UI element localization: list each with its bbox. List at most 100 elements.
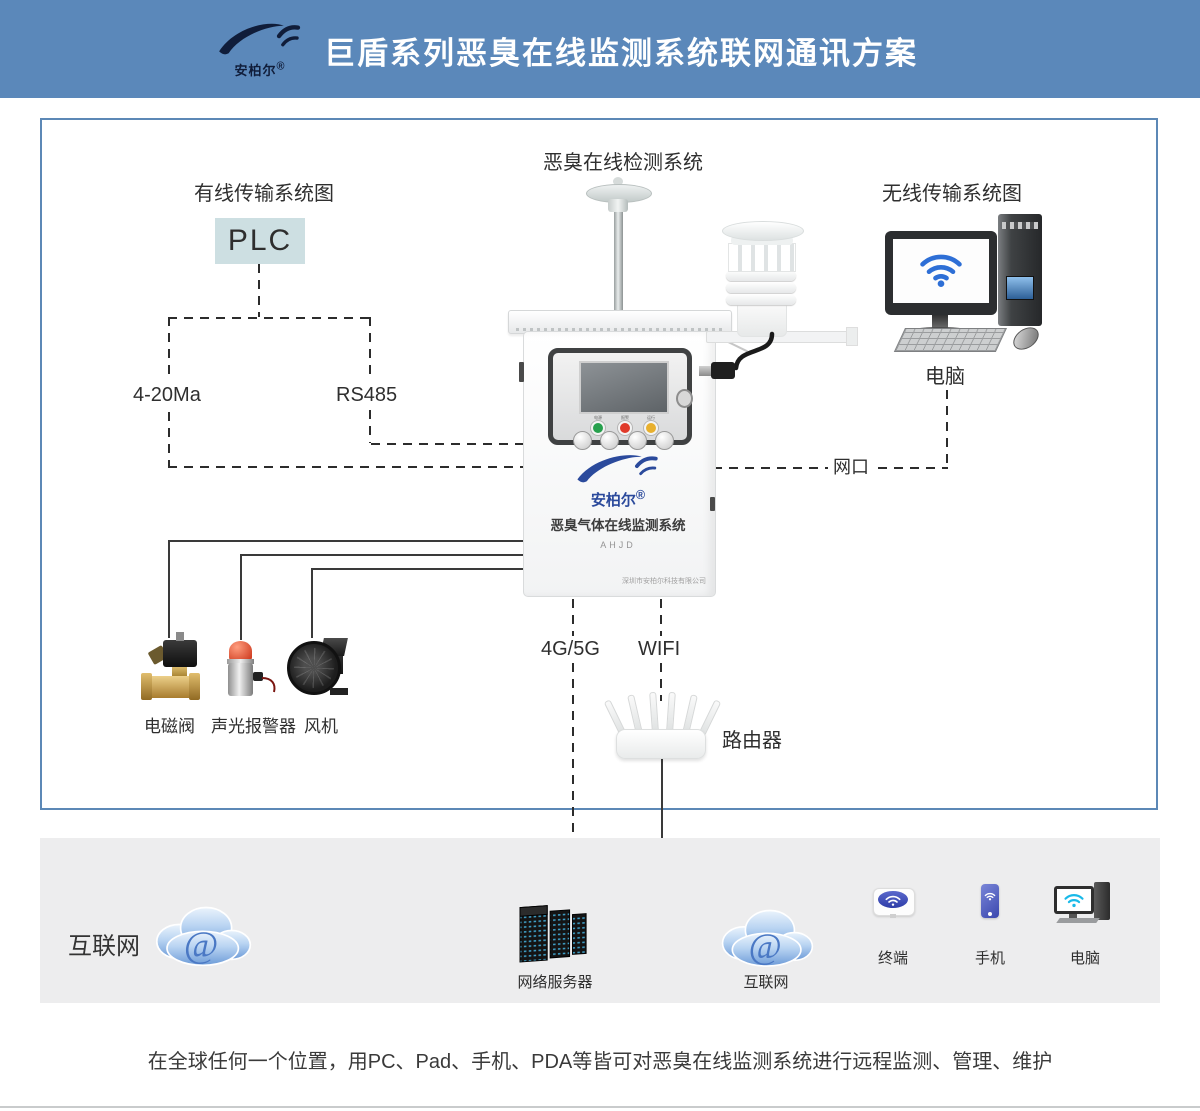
sensor-slats xyxy=(728,243,796,272)
wifi-line-upper xyxy=(660,599,662,636)
cellular-line-lower xyxy=(572,663,574,862)
internet-cloud2-icon: @ xyxy=(721,909,814,967)
analog-line-horizontal xyxy=(168,466,525,468)
wireless-section-label: 无线传输系统图 xyxy=(882,183,1022,205)
valve-coil-nut xyxy=(176,632,184,641)
brand-swoosh-icon xyxy=(219,23,301,55)
valve-body xyxy=(143,676,199,698)
internet-label: 互联网 xyxy=(68,933,140,960)
alarm-body xyxy=(228,663,253,696)
server-label: 网络服务器 xyxy=(517,974,593,991)
router-label: 路由器 xyxy=(722,730,782,752)
indicator-alarm-light xyxy=(618,421,632,435)
band-pc-icon xyxy=(1052,880,1114,926)
fan-line-vertical xyxy=(311,568,313,638)
rs485-label: RS485 xyxy=(336,384,398,406)
plc-branch-line xyxy=(168,317,371,319)
internet-cloud-icon: @ xyxy=(155,906,252,967)
cloud2-label: 互联网 xyxy=(743,974,789,991)
terminal-label: 终端 xyxy=(877,950,908,967)
system-title-label: 恶臭在线检测系统 xyxy=(543,152,703,174)
valve-port-right xyxy=(189,673,200,700)
terminal-wifi-icon xyxy=(885,895,901,906)
wifi-label: WIFI xyxy=(638,638,681,660)
indicator-run-light xyxy=(644,421,658,435)
router-downlink-vertical xyxy=(661,758,663,885)
fan-base xyxy=(330,688,348,695)
alarm-line-vertical xyxy=(240,554,242,640)
cabinet-lock-icon xyxy=(676,389,693,408)
cabinet-hinge-right xyxy=(710,497,715,511)
terminal-icon xyxy=(871,888,915,920)
valve-port-left xyxy=(141,673,152,700)
band-pc-keyboard xyxy=(1056,918,1100,923)
cloud2-at-symbol: @ xyxy=(748,926,781,966)
sensor-connector-nut xyxy=(699,366,713,376)
indicator-run-label: 运行 xyxy=(647,415,655,420)
pc-tower-display xyxy=(1006,276,1034,300)
cabinet-model: AHJD xyxy=(600,540,636,550)
sensor-plate-3 xyxy=(726,294,796,305)
fan-spokes xyxy=(294,648,334,688)
sensor-plate-2 xyxy=(726,282,796,293)
alarm-line-horizontal xyxy=(240,554,525,556)
terminal-stand xyxy=(890,914,896,918)
indicator-alarm-label: 报警 xyxy=(621,415,629,420)
wireless-pc-label: 电脑 xyxy=(925,366,965,388)
analog-label: 4-20Ma xyxy=(133,384,201,406)
phone-home-button xyxy=(988,912,992,916)
wired-section-label: 有线传输系统图 xyxy=(194,183,334,205)
analog-line-lower xyxy=(168,412,170,466)
alarm-dome xyxy=(229,641,252,661)
pc-wifi-icon xyxy=(920,254,962,288)
cabinet-company: 深圳市安柏尔科技有限公司 xyxy=(622,578,706,585)
indicator-power-label: 电源 xyxy=(594,415,602,420)
phone-icon xyxy=(981,884,999,918)
page-title: 巨盾系列恶臭在线监测系统联网通讯方案 xyxy=(324,36,918,71)
sampling-pole xyxy=(614,210,623,312)
panel-button-1 xyxy=(573,431,592,450)
wifi-line-lower xyxy=(660,663,662,701)
valve-label: 电磁阀 xyxy=(144,717,195,736)
cabinet-control-panel: 电源 报警 运行 xyxy=(548,348,692,450)
bottom-divider xyxy=(0,1106,1200,1108)
cabinet-brand-swoosh-icon xyxy=(577,455,658,483)
sampling-head-collar xyxy=(608,199,628,212)
valve-line-horizontal xyxy=(168,540,525,542)
band-pc-wifi-icon xyxy=(1064,894,1084,908)
panel-button-3 xyxy=(628,431,647,450)
sampling-head-knob xyxy=(613,177,623,186)
sensor-dome-icon xyxy=(722,221,804,241)
terminal-screen xyxy=(878,891,908,908)
cloud-at-symbol: @ xyxy=(184,925,218,966)
panel-button-4 xyxy=(655,431,674,450)
lan-line-left xyxy=(713,467,828,469)
alarm-connector xyxy=(253,672,263,681)
fan-line-horizontal xyxy=(311,568,525,570)
rs485-line-lower xyxy=(369,410,371,443)
header-bar: 安柏尔® 巨盾系列恶臭在线监测系统联网通讯方案 xyxy=(0,0,1200,98)
indicator-power-light xyxy=(591,421,605,435)
pc-monitor-neck xyxy=(932,315,948,328)
rs485-line-horizontal xyxy=(371,443,525,445)
fan-grille xyxy=(287,641,341,695)
fan-label: 风机 xyxy=(304,717,338,736)
pc-drop-line xyxy=(946,390,948,467)
lan-line-right xyxy=(878,467,948,469)
sensor-plate-1 xyxy=(726,270,796,281)
sensor-cable xyxy=(733,331,775,371)
band-pc-label: 电脑 xyxy=(1069,950,1100,967)
pc-tower-vents xyxy=(1002,222,1038,229)
phone-wifi-icon xyxy=(984,892,996,901)
valve-coil xyxy=(163,640,197,667)
brand-reg-mark: ® xyxy=(276,60,286,73)
cabinet-hinge-left xyxy=(519,362,524,382)
valve-stem xyxy=(172,667,187,677)
brand-name: 安柏尔® xyxy=(234,60,286,78)
band-pc-stand xyxy=(1069,914,1077,918)
brand-logo: 安柏尔® xyxy=(210,20,310,78)
sensor-connector xyxy=(711,362,735,379)
panel-button-2 xyxy=(600,431,619,450)
server-icon xyxy=(519,905,587,963)
